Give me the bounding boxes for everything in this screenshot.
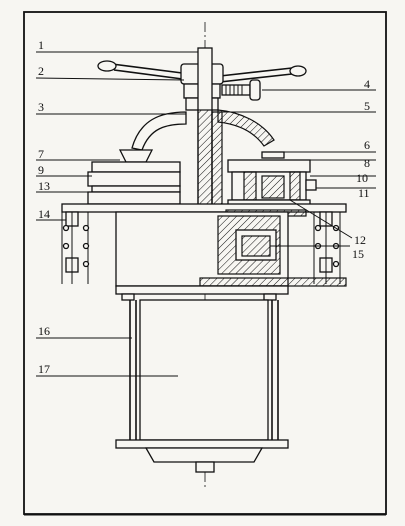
right-head: [227, 151, 317, 209]
motor-bottom-cover: [144, 447, 264, 473]
label-13: 13: [38, 179, 50, 193]
label-14: 14: [38, 207, 50, 221]
outer-frame: [23, 11, 387, 515]
label-16: 16: [38, 324, 50, 338]
motor-body: [115, 299, 289, 449]
label-17: 17: [38, 362, 50, 376]
label-7: 7: [38, 147, 44, 161]
label-3: 3: [38, 100, 44, 114]
pulley-stack: [87, 149, 181, 205]
label-8: 8: [364, 156, 370, 170]
label-1: 1: [38, 38, 44, 52]
main-housing: [115, 211, 347, 287]
label-2: 2: [38, 64, 44, 78]
label-11: 11: [358, 186, 370, 200]
part-labels: 1 2 3 4 5 6 7 8 9 10 11 12 13 14 15 16 1…: [38, 38, 370, 376]
adjusting-screw: [221, 79, 261, 101]
label-15: 15: [352, 247, 364, 261]
label-5: 5: [364, 99, 370, 113]
label-4: 4: [364, 77, 370, 91]
support-arm: [131, 109, 275, 151]
label-10: 10: [356, 171, 368, 185]
motor-flange: [115, 285, 289, 301]
label-12: 12: [354, 233, 366, 247]
label-9: 9: [38, 163, 44, 177]
leader-lines: [35, 51, 376, 377]
label-6: 6: [364, 138, 370, 152]
left-bolt-assembly: [61, 211, 90, 284]
crank-handle: [97, 60, 307, 83]
